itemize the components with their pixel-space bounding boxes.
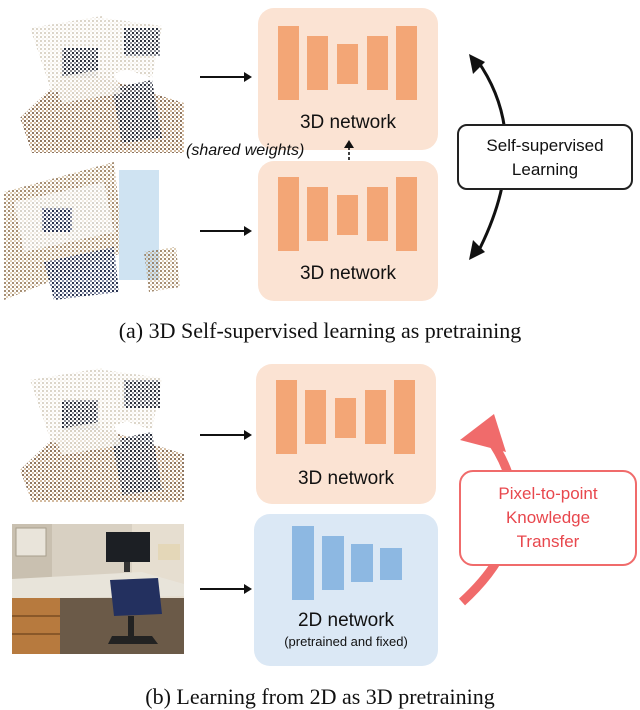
decoder-layer-2 xyxy=(396,177,417,251)
arrow-to-3d-network xyxy=(200,430,252,440)
encoder-layer-1 xyxy=(278,177,299,251)
2d-layer-3 xyxy=(351,544,373,582)
ssl-line-1: Self-supervised xyxy=(486,136,604,155)
top-3d-network-box: 3D network xyxy=(258,8,438,150)
caption-panel-a: (a) 3D Self-supervised learning as pretr… xyxy=(118,318,522,343)
decoder-layer-1 xyxy=(367,187,388,241)
decoder-layer-2 xyxy=(394,380,415,454)
arrow-to-bottom-3d-network xyxy=(200,226,252,236)
2d-network-label: 2D network xyxy=(297,610,395,631)
self-supervised-learning-box: Self-supervised Learning xyxy=(457,124,633,190)
2d-network-box: 2D network (pretrained and fixed) xyxy=(254,514,438,666)
knowledge-transfer-box: Pixel-to-point Knowledge Transfer xyxy=(459,470,637,566)
arrow-to-2d-network xyxy=(200,584,252,594)
bottom-3d-network-label: 3D network xyxy=(299,263,397,284)
decoder-layer-2 xyxy=(396,26,417,100)
point-cloud-image-2 xyxy=(4,162,184,300)
bottom-3d-network-box: 3D network xyxy=(258,161,438,301)
encoder-layer-2 xyxy=(307,187,328,241)
2d-layer-2 xyxy=(322,536,344,590)
decoder-layer-1 xyxy=(367,36,388,90)
encoder-layer-1 xyxy=(278,26,299,100)
point-cloud-image-3 xyxy=(14,362,184,502)
shared-weights-label: (shared weights) xyxy=(186,142,305,159)
rgb-photo-image xyxy=(12,524,184,654)
encoder-layer-2 xyxy=(307,36,328,90)
kt-line-3: Transfer xyxy=(516,532,580,551)
caption-panel-b: (b) Learning from 2D as 3D pretraining xyxy=(145,684,495,709)
top-3d-network-label: 3D network xyxy=(299,112,397,133)
encoder-layer-2 xyxy=(305,390,326,444)
bottleneck-layer xyxy=(337,195,358,235)
2d-layer-4 xyxy=(380,548,402,580)
3d-network-box: 3D network xyxy=(256,364,436,504)
point-cloud-image-1 xyxy=(12,8,184,153)
bottleneck-layer xyxy=(335,398,356,438)
3d-network-label: 3D network xyxy=(297,468,395,489)
encoder-layer-1 xyxy=(276,380,297,454)
2d-layer-1 xyxy=(292,526,314,600)
bottleneck-layer xyxy=(337,44,358,84)
decoder-layer-1 xyxy=(365,390,386,444)
kt-line-2: Knowledge xyxy=(505,508,591,527)
ssl-line-2: Learning xyxy=(511,160,579,179)
arrow-to-top-3d-network xyxy=(200,72,252,82)
kt-line-1: Pixel-to-point xyxy=(498,484,598,503)
2d-network-sublabel: (pretrained and fixed) xyxy=(284,634,408,649)
